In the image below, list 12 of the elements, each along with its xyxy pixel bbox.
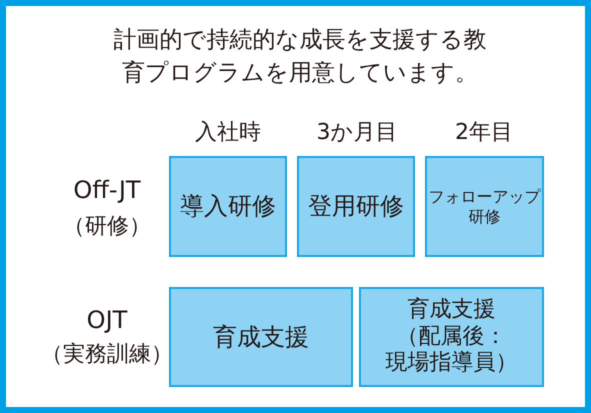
program-box: 登用研修 <box>297 156 415 257</box>
row-label: （研修） <box>63 213 151 241</box>
title: 計画的で持続的な成長を支援する教育プログラムを用意しています。 <box>112 26 488 88</box>
column-header: 入社時 <box>195 119 261 147</box>
program-box: 育成支援 <box>169 287 353 387</box>
program-box: 導入研修 <box>169 156 287 257</box>
column-header: 3か月目 <box>316 119 398 147</box>
column-header: 2年目 <box>455 119 513 147</box>
program-box: 育成支援（配属後：現場指導員） <box>359 287 544 387</box>
row-label: Off-JT <box>73 176 141 204</box>
program-box: フォローアップ研修 <box>425 156 544 257</box>
row-label: OJT <box>86 306 128 334</box>
